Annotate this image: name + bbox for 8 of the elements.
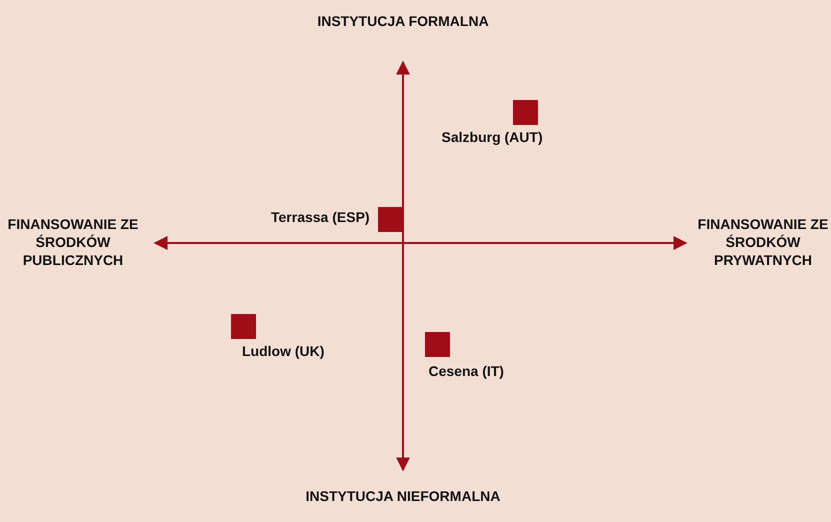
axis-label: INSTYTUCJA FORMALNA [316,12,490,30]
city-label: Terrassa (ESP) [271,209,370,226]
axis-label: FINANSOWANIE ZE ŚRODKÓW PUBLICZNYCH [6,215,140,269]
city-label: Ludlow (UK) [242,343,324,360]
city-label: Salzburg (AUT) [442,129,543,146]
city-label: Cesena (IT) [428,363,504,380]
axis-label: FINANSOWANIE ZE ŚRODKÓW PRYWATNYCH [696,215,830,269]
axis-label: INSTYTUCJA NIEFORMALNA [304,487,502,505]
